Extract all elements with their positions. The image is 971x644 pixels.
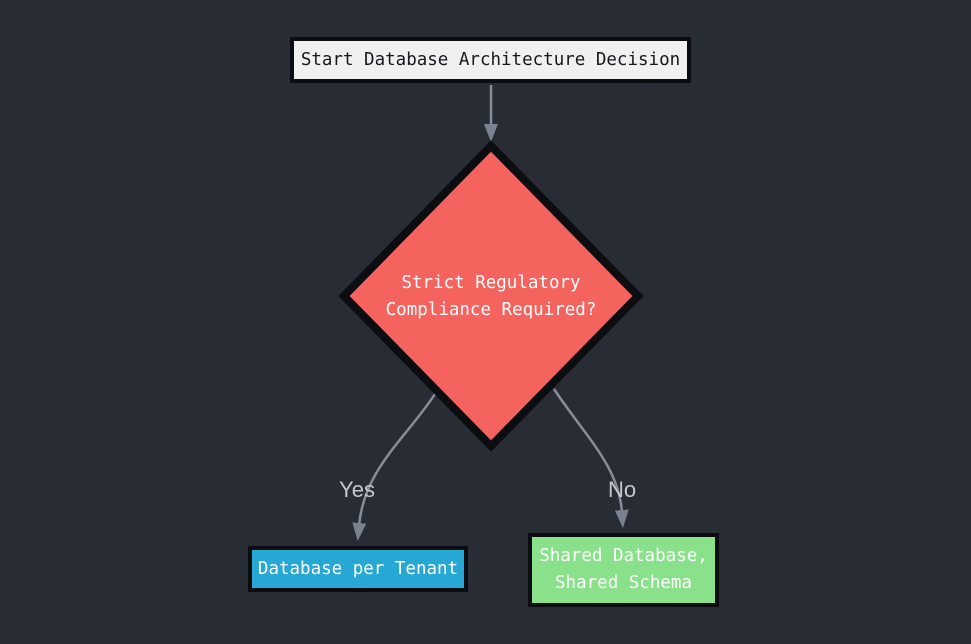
node-shared-database-shared-schema: Shared Database, Shared Schema bbox=[528, 533, 719, 607]
node-start-label: Start Database Architecture Decision bbox=[300, 49, 681, 70]
decision-diamond bbox=[338, 140, 644, 452]
node-shared-label-line2: Shared Schema bbox=[555, 573, 692, 593]
edge-label-no: No bbox=[607, 477, 637, 502]
node-database-per-tenant: Database per Tenant bbox=[248, 546, 468, 592]
node-shared-label-line1: Shared Database, bbox=[539, 546, 708, 566]
edge-label-yes: Yes bbox=[339, 477, 375, 502]
node-database-per-tenant-label: Database per Tenant bbox=[257, 558, 459, 579]
edge-no bbox=[552, 388, 629, 528]
edge-yes bbox=[352, 390, 439, 541]
node-start: Start Database Architecture Decision bbox=[290, 37, 691, 83]
